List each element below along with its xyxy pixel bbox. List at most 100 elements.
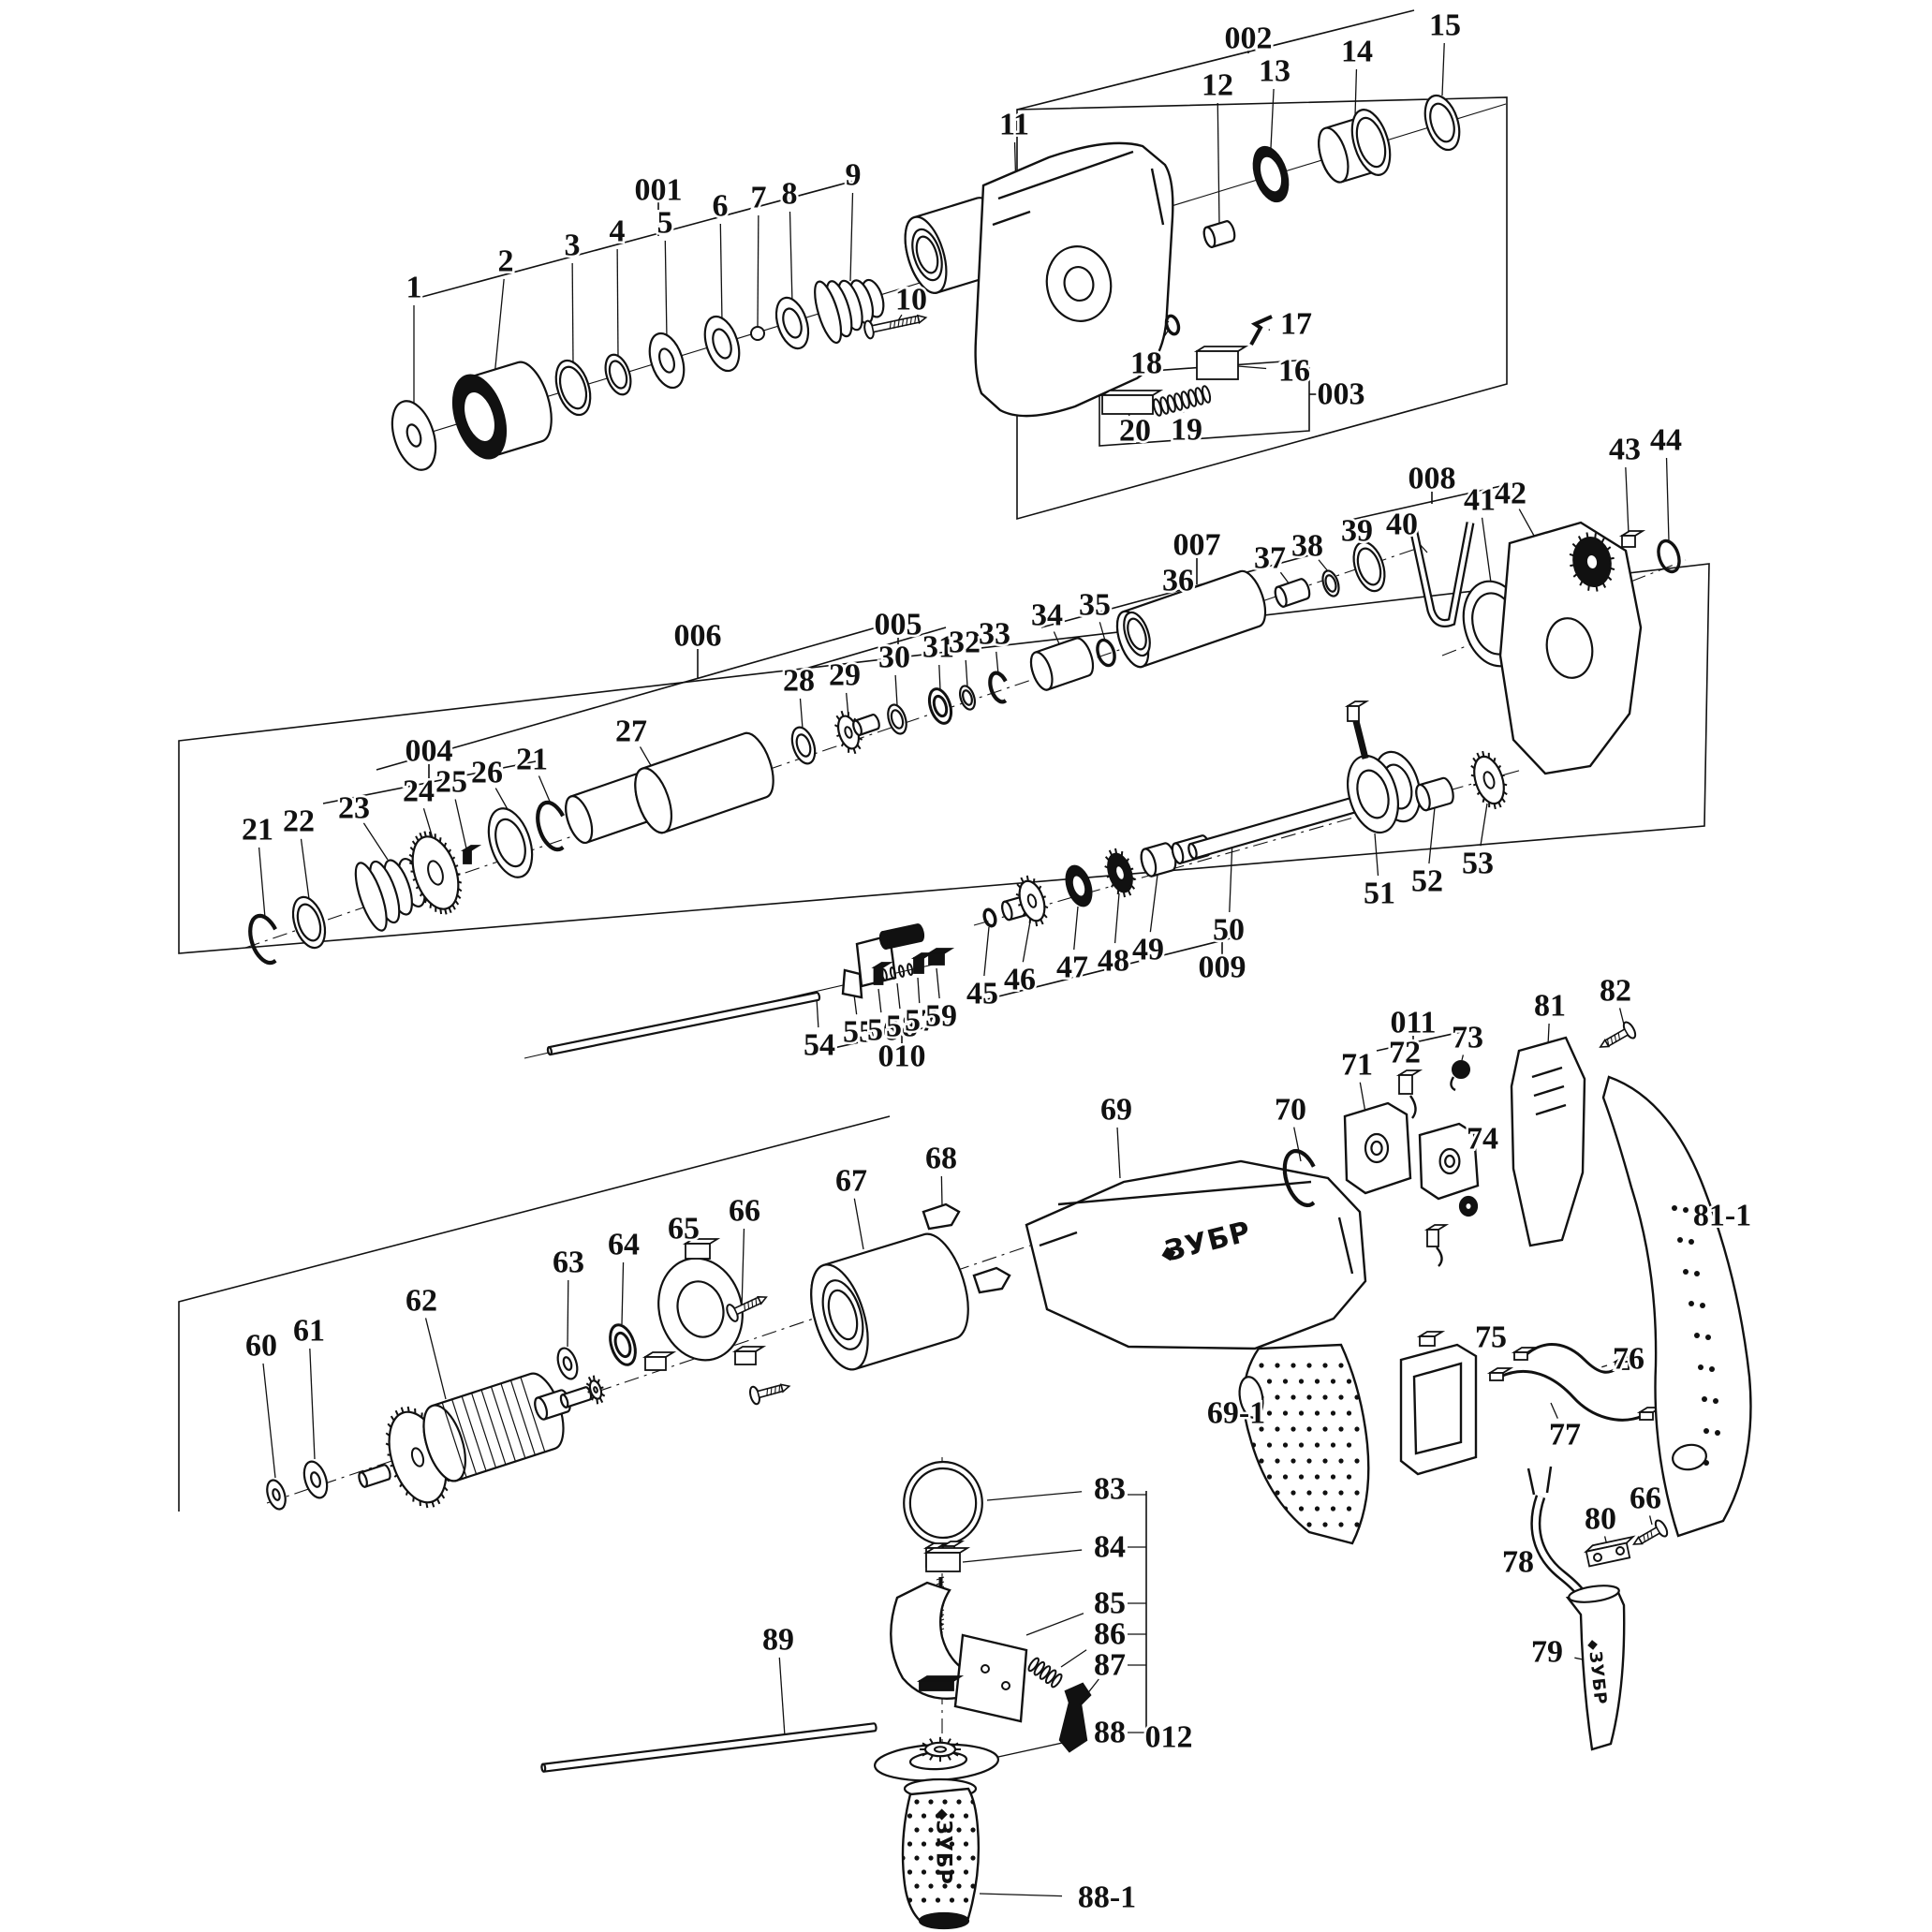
part-label-58a: 58 <box>886 1010 918 1044</box>
bushing-14-flange <box>1350 109 1392 176</box>
leader-32 <box>965 659 968 687</box>
screw-10 <box>863 314 928 340</box>
leader-9 <box>849 192 854 282</box>
part-label-83: 83 <box>1094 1472 1126 1507</box>
part-label-38: 38 <box>1291 529 1323 564</box>
crank-inner-bore <box>1545 617 1594 679</box>
part-label-010: 010 <box>878 1040 926 1074</box>
washer-6 <box>703 315 741 373</box>
part-label-78: 78 <box>1502 1545 1534 1580</box>
grip-88-1 <box>901 1787 981 1925</box>
zubr-diamond-cord-sleeve: ◆ <box>1585 1639 1600 1651</box>
yoke-85-hole-b <box>1001 1681 1010 1690</box>
circlip-21b <box>536 800 565 852</box>
wire-76-terminal-b <box>1612 1356 1640 1370</box>
leader-89 <box>778 1657 786 1737</box>
leader-76 <box>1601 1364 1608 1368</box>
oring-45 <box>982 907 997 928</box>
part-label-17: 17 <box>1280 307 1312 342</box>
part-label-21b: 21 <box>516 743 548 777</box>
part-label-84: 84 <box>1094 1530 1126 1565</box>
leader-24 <box>422 808 434 839</box>
washer-5 <box>648 332 686 390</box>
leader-44 <box>1665 457 1670 542</box>
oring-18 <box>1164 314 1181 336</box>
part-label-86: 86 <box>1094 1617 1126 1652</box>
part-label-31: 31 <box>922 630 954 665</box>
part-label-68: 68 <box>925 1142 957 1176</box>
leader-53 <box>1480 803 1488 847</box>
pin-43 <box>1618 530 1646 548</box>
part-label-6: 6 <box>713 189 729 224</box>
spring-86 <box>1027 1657 1063 1689</box>
part-label-2: 2 <box>498 244 514 279</box>
fork-40 <box>1406 514 1475 627</box>
washer-32 <box>959 685 976 711</box>
part-label-16: 16 <box>1278 354 1310 389</box>
part-label-65: 65 <box>668 1212 700 1246</box>
spindle-27-body <box>634 731 774 834</box>
handle-cover-81-1-dots <box>1672 1205 1720 1466</box>
part-label-52: 52 <box>1411 864 1443 899</box>
leader-23 <box>362 822 389 861</box>
depth-rod-89 <box>540 1722 878 1773</box>
leader-68 <box>940 1175 943 1207</box>
brush-holder-74-bore <box>1438 1147 1461 1175</box>
part-label-79: 79 <box>1531 1635 1563 1670</box>
washer-63 <box>556 1347 579 1380</box>
part-label-88: 88 <box>1094 1716 1126 1750</box>
part-label-59: 59 <box>925 999 957 1034</box>
leader-88-1 <box>979 1893 1063 1897</box>
brush-72-lower-pigtail <box>1436 1246 1443 1267</box>
leader-15 <box>1441 42 1445 96</box>
part-label-70: 70 <box>1275 1093 1306 1128</box>
leader-79 <box>1574 1657 1584 1660</box>
brush-clip-68-lower <box>972 1266 1011 1294</box>
part-label-006: 006 <box>674 619 722 654</box>
oring-35 <box>1096 638 1116 668</box>
key-20 <box>1099 390 1164 415</box>
group-bracket-012 <box>1145 1491 1156 1743</box>
striker-rod-54 <box>546 991 821 1056</box>
ring-3 <box>554 359 592 417</box>
part-label-77: 77 <box>1549 1418 1581 1453</box>
bearing-31 <box>927 687 953 725</box>
gear-46 <box>1015 875 1049 927</box>
armature-62-stub <box>358 1464 391 1488</box>
bearing-plate-65-tab1 <box>682 1238 721 1260</box>
cord-sleeve-79-collar <box>1568 1585 1620 1603</box>
brush-72-pigtail <box>1409 1095 1417 1119</box>
leader-21a <box>258 847 266 919</box>
part-label-22: 22 <box>283 804 315 839</box>
switch-75-face <box>1412 1362 1463 1455</box>
screw-66 <box>726 1296 768 1322</box>
group-bracket-007 <box>1040 553 1314 628</box>
part-label-55: 55 <box>843 1015 875 1050</box>
leader-71 <box>1359 1082 1366 1113</box>
cam-disc-26 <box>487 807 534 878</box>
leader-30 <box>894 674 898 706</box>
brush-72-lower <box>1423 1224 1450 1247</box>
leader-2 <box>494 278 505 377</box>
part-label-88-1: 88-1 <box>1078 1880 1136 1915</box>
ring-8 <box>774 296 810 350</box>
part-label-45: 45 <box>966 977 998 1011</box>
group-bracket-005 <box>804 627 947 670</box>
part-label-29: 29 <box>829 658 861 693</box>
part-label-15: 15 <box>1429 8 1461 43</box>
part-label-53: 53 <box>1462 847 1494 881</box>
group-sheet-motor <box>178 1115 891 1512</box>
leader-54 <box>816 997 819 1028</box>
group-bracket-006 <box>376 623 891 771</box>
bolt-upper <box>878 923 925 950</box>
leader-31 <box>938 664 941 691</box>
leader-59 <box>936 967 940 999</box>
leader-84 <box>962 1549 1083 1563</box>
leader-16 <box>1237 365 1267 370</box>
part-label-33: 33 <box>979 617 1010 652</box>
part-label-72: 72 <box>1389 1036 1421 1070</box>
zubr-diamond-motor-housing: ◆ <box>1158 1239 1179 1264</box>
leader-56 <box>878 988 882 1013</box>
part-label-67: 67 <box>835 1164 867 1199</box>
part-label-50: 50 <box>1213 913 1245 948</box>
